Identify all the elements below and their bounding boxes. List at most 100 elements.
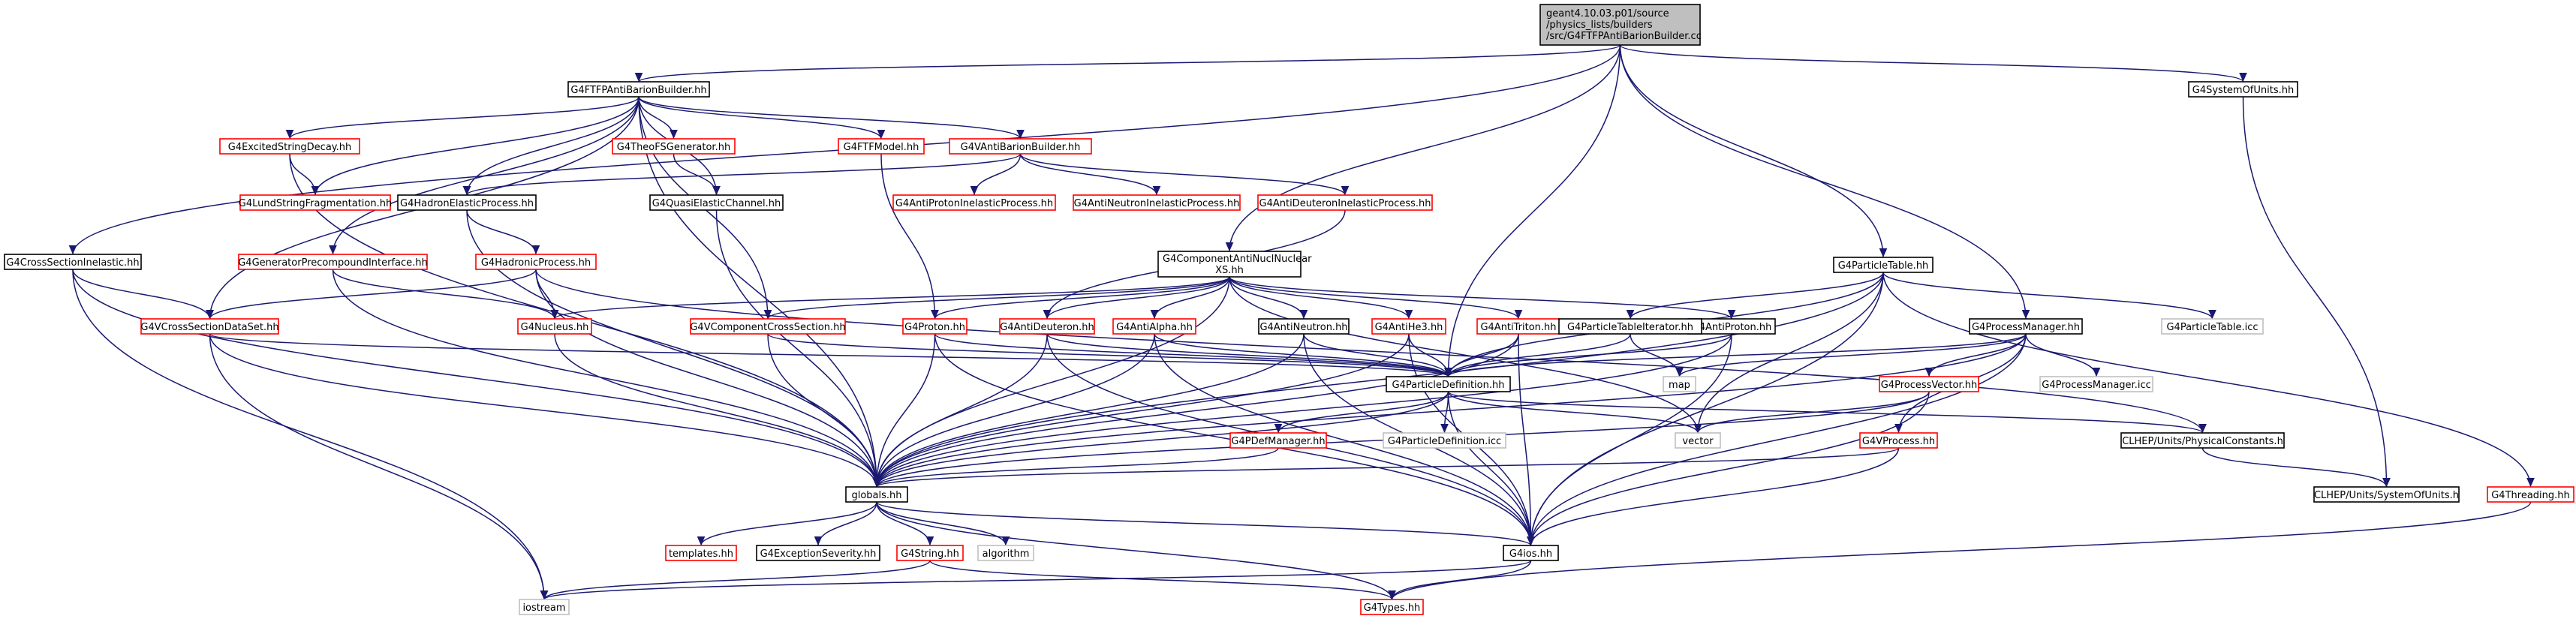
node-pmgr[interactable]: G4ProcessManager.hh bbox=[1969, 318, 2083, 335]
node-proton[interactable]: G4Proton.hh bbox=[902, 318, 968, 335]
edge bbox=[72, 269, 881, 488]
edge bbox=[814, 501, 877, 546]
node-root-file[interactable]: geant4.10.03.p01/source /physics_lists/b… bbox=[1539, 4, 1702, 46]
edge-hadproc-to-clhepconst bbox=[535, 269, 2207, 434]
node-pvec[interactable]: G4ProcessVector.hh bbox=[1879, 376, 1979, 392]
node-g4string[interactable]: G4String.hh bbox=[896, 545, 964, 561]
node-g4ios[interactable]: G4ios.hh bbox=[1503, 545, 1559, 561]
edge bbox=[1229, 276, 1413, 320]
node-globals[interactable]: globals.hh bbox=[845, 486, 908, 503]
node-ftfp-box bbox=[567, 81, 710, 98]
edge bbox=[872, 333, 1048, 488]
node-sysunits[interactable]: G4SystemOfUnits.hh bbox=[2188, 81, 2298, 98]
edge bbox=[638, 96, 886, 140]
edge bbox=[2201, 447, 2391, 488]
node-clhepconst-label: CLHEP/Units/PhysicalConstants.h bbox=[2122, 436, 2283, 447]
edge-csi-to-globals bbox=[72, 269, 881, 488]
node-clhepconst[interactable]: CLHEP/Units/PhysicalConstants.h bbox=[2120, 432, 2285, 449]
node-threading[interactable]: G4Threading.hh bbox=[2487, 486, 2574, 503]
edge bbox=[206, 269, 537, 320]
edge bbox=[638, 96, 678, 140]
node-atrit-label: G4AntiTriton.hh bbox=[1480, 322, 1556, 333]
node-aneut[interactable]: G4AntiNeutron.hh bbox=[1258, 318, 1350, 335]
node-ftfmodel-label: G4FTFModel.hh bbox=[844, 142, 919, 153]
root-title-line-2: /physics_lists/builders bbox=[1546, 20, 1653, 31]
node-companti-label-2: XS.hh bbox=[1215, 265, 1244, 276]
node-vcsds[interactable]: G4VCrossSectionDataSet.hh bbox=[140, 318, 279, 335]
node-clhepunits-box bbox=[2313, 486, 2460, 503]
edge-ptiter-to-pdef bbox=[1444, 333, 1631, 377]
node-qec[interactable]: G4QuasiElasticChannel.hh bbox=[649, 194, 784, 211]
node-apip[interactable]: G4AntiProtonInelasticProcess.hh bbox=[892, 194, 1056, 211]
node-genpre[interactable]: G4GeneratorPrecompoundInterface.hh bbox=[238, 254, 428, 270]
node-ahe3[interactable]: G4AntiHe3.hh bbox=[1371, 318, 1446, 335]
node-nucleus[interactable]: G4Nucleus.hh bbox=[517, 318, 592, 335]
node-templates[interactable]: templates.hh bbox=[665, 545, 737, 561]
edge bbox=[872, 447, 1279, 488]
node-excsev[interactable]: G4ExceptionSeverity.hh bbox=[756, 545, 880, 561]
node-map[interactable]: map bbox=[1663, 376, 1696, 392]
node-aalpha[interactable]: G4AntiAlpha.hh bbox=[1112, 318, 1196, 335]
node-anip[interactable]: G4AntiNeutronInelasticProcess.hh bbox=[1073, 194, 1241, 211]
edge-aprot-to-globals bbox=[872, 333, 1732, 488]
node-aprot[interactable]: G4AntiProton.hh bbox=[1687, 318, 1776, 335]
edge bbox=[970, 153, 1022, 196]
edge-ptable-to-threading bbox=[1882, 272, 2535, 488]
node-vanti[interactable]: G4VAntiBarionBuilder.hh bbox=[949, 138, 1092, 155]
edge-g4ios-to-iostream bbox=[540, 560, 1532, 600]
node-pdef[interactable]: G4ParticleDefinition.hh bbox=[1386, 376, 1511, 392]
node-map-box bbox=[1663, 376, 1696, 392]
node-apip-box bbox=[892, 194, 1056, 211]
node-pdicc-label: G4ParticleDefinition.icc bbox=[1388, 436, 1501, 447]
node-sysunits-label: G4SystemOfUnits.hh bbox=[2192, 85, 2294, 96]
node-atrit[interactable]: G4AntiTriton.hh bbox=[1476, 318, 1560, 335]
node-vccs[interactable]: G4VComponentCrossSection.hh bbox=[690, 318, 846, 335]
edge-pdef-to-g4ios bbox=[1447, 391, 1535, 546]
node-vproc[interactable]: G4VProcess.hh bbox=[1859, 432, 1938, 449]
edge bbox=[311, 96, 639, 196]
edge-root-to-ptable bbox=[1619, 44, 1888, 258]
node-pticc[interactable]: G4ParticleTable.icc bbox=[2161, 318, 2264, 335]
node-genpre-box bbox=[238, 254, 428, 270]
node-pdicc[interactable]: G4ParticleDefinition.icc bbox=[1383, 432, 1506, 449]
node-ptable[interactable]: G4ParticleTable.hh bbox=[1833, 257, 1934, 273]
edge-proton-to-pdef bbox=[934, 333, 1452, 377]
node-algorithm[interactable]: algorithm bbox=[977, 545, 1034, 561]
node-ahe3-label: G4AntiHe3.hh bbox=[1375, 322, 1443, 333]
edge-ftfp-to-vanti bbox=[638, 96, 1025, 140]
edge bbox=[1444, 333, 1732, 377]
edge bbox=[540, 560, 1532, 600]
edge bbox=[1043, 276, 1230, 320]
node-hadproc[interactable]: G4HadronicProcess.hh bbox=[475, 254, 597, 270]
node-pdefmgr[interactable]: G4PDefManager.hh bbox=[1229, 432, 1327, 449]
node-ftfmodel[interactable]: G4FTFModel.hh bbox=[838, 138, 925, 155]
node-theofs[interactable]: G4TheoFSGenerator.hh bbox=[612, 138, 736, 155]
edge bbox=[1444, 333, 2027, 377]
edge-globals-to-excsev bbox=[814, 501, 877, 546]
nodes-layer: geant4.10.03.p01/source /physics_lists/b… bbox=[4, 4, 2574, 615]
edge bbox=[1447, 391, 1535, 546]
edge-ftfp-to-theofs bbox=[638, 96, 678, 140]
edge-adeut-to-globals bbox=[872, 333, 1048, 488]
node-hadel[interactable]: G4HadronElasticProcess.hh bbox=[397, 194, 537, 211]
node-pdef-box bbox=[1386, 376, 1511, 392]
node-iostream[interactable]: iostream bbox=[519, 599, 570, 615]
node-vector[interactable]: vector bbox=[1675, 432, 1721, 449]
edge-companti-to-vccs bbox=[763, 276, 1230, 320]
node-pmicc[interactable]: G4ProcessManager.icc bbox=[2039, 376, 2153, 392]
node-excited[interactable]: G4ExcitedStringDecay.hh bbox=[219, 138, 360, 155]
node-ptiter[interactable]: G4ParticleTableIterator.hh bbox=[1558, 318, 1702, 335]
node-csi[interactable]: G4CrossSectionInelastic.hh bbox=[4, 254, 142, 270]
edge-genpre-to-globals bbox=[332, 269, 881, 488]
node-adeut[interactable]: G4AntiDeuteron.hh bbox=[999, 318, 1095, 335]
edge-vcsds-to-iostream bbox=[209, 333, 549, 600]
node-g4types[interactable]: G4Types.hh bbox=[1360, 599, 1424, 615]
edge bbox=[872, 333, 1732, 488]
node-lund[interactable]: G4LundStringFragmentation.hh bbox=[239, 194, 392, 211]
root-title-line-1: geant4.10.03.p01/source bbox=[1546, 8, 1669, 20]
node-ftfp[interactable]: G4FTFPAntiBarionBuilder.hh bbox=[567, 81, 710, 98]
edge bbox=[1518, 333, 1535, 546]
node-adip[interactable]: G4AntiDeuteronInelasticProcess.hh bbox=[1257, 194, 1433, 211]
node-clhepunits[interactable]: CLHEP/Units/SystemOfUnits.h bbox=[2313, 486, 2460, 503]
